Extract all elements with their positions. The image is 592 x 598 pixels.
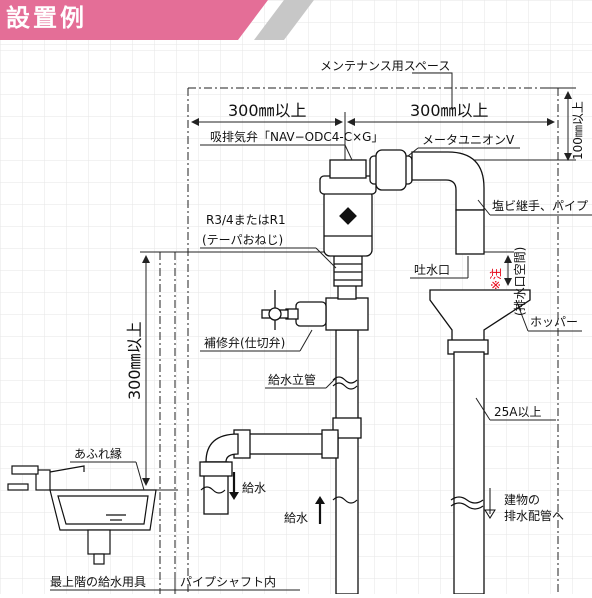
top-fixture-label: 最上階の給水用具 xyxy=(50,574,146,589)
drain-label-line2: 排水配管へ xyxy=(504,508,564,523)
labels: メンテナンス用スペース 300㎜以上 300㎜以上 100㎜以上 吸排気弁「NA… xyxy=(50,59,588,589)
break-marks xyxy=(200,376,484,510)
drain-label-line1: 建物の xyxy=(504,493,540,507)
size-25a-label: 25A以上 xyxy=(494,405,541,419)
drain-pipe xyxy=(453,351,485,595)
riser-label: 給水立管 xyxy=(268,372,316,387)
supply-label-1: 給水 xyxy=(242,481,266,495)
air-valve-label: 吸排気弁「NAV−ODC4-C×G」 xyxy=(210,129,383,144)
outlet-label: 吐水口 xyxy=(414,263,450,277)
meter-union-label: メータユニオンV xyxy=(422,133,515,147)
banner-stripe xyxy=(254,0,314,40)
air-gap-label: (排水口空間) xyxy=(513,247,527,316)
pipes xyxy=(199,149,531,595)
thread-label-line2: (テーパおねじ) xyxy=(202,233,283,247)
overflow-edge-label: あふれ縁 xyxy=(74,446,122,461)
sink-fixture xyxy=(7,465,157,565)
banner-background xyxy=(0,0,592,50)
header-banner: 設置例 xyxy=(0,0,592,50)
riser-pipe xyxy=(335,329,359,595)
hopper-label: ホッパー xyxy=(530,315,578,329)
thread-label-line1: R3/4またはR1 xyxy=(206,213,286,227)
page-title: 設置例 xyxy=(6,4,87,32)
diagram-canvas: メンテナンス用スペース 300㎜以上 300㎜以上 100㎜以上 吸排気弁「NA… xyxy=(0,50,592,595)
supply-label-2: 給水 xyxy=(284,511,308,525)
installation-diagram: メンテナンス用スペース 300㎜以上 300㎜以上 100㎜以上 吸排気弁「NA… xyxy=(0,50,592,595)
note-mark-label: ※注 xyxy=(488,268,503,290)
pvc-downpipe xyxy=(455,209,485,255)
banner-band xyxy=(0,0,268,40)
dim-100-label: 100㎜以上 xyxy=(571,101,585,160)
center-lines xyxy=(159,87,559,594)
repair-valve-label: 補修弁(仕切弁) xyxy=(204,335,285,350)
flow-arrows xyxy=(229,472,496,524)
dim-300-left-label: 300㎜以上 xyxy=(228,101,307,120)
dim-300-vertical-label: 300㎜以上 xyxy=(125,321,144,400)
pvc-joint-label: 塩ビ継手、パイプ xyxy=(492,198,588,213)
pipe-shaft-label: パイプシャフト内 xyxy=(180,575,276,589)
dim-300-right-label: 300㎜以上 xyxy=(410,101,489,120)
maintenance-space-label: メンテナンス用スペース xyxy=(320,59,450,73)
leader-lines xyxy=(50,144,592,594)
